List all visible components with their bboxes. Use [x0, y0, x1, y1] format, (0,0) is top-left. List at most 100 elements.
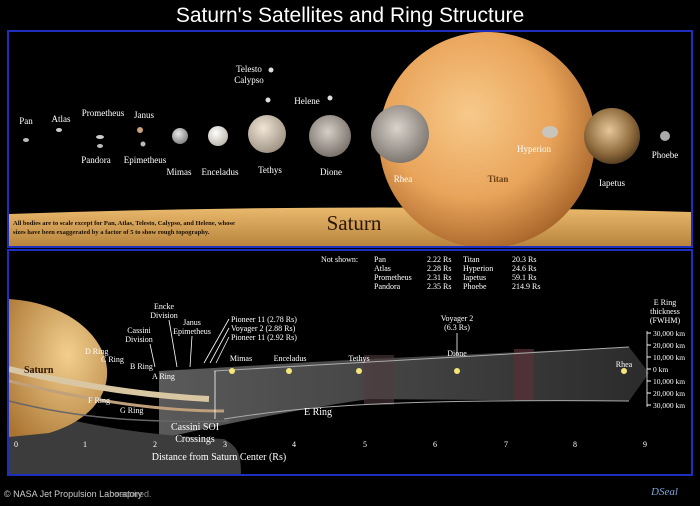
scale-note-line-1: All bodies are to scale except for Pan, … — [13, 220, 235, 227]
not-shown-hyperion: Hyperion — [463, 264, 493, 273]
voyager-2-a-label: Voyager 2 (2.88 Rs) — [231, 324, 296, 333]
a-ring-label: A Ring — [152, 372, 175, 381]
scale-note-line-2: sizes have been exaggerated by a factor … — [13, 229, 210, 236]
telesto-disk — [268, 67, 274, 73]
voyager-a-pointer — [209, 327, 230, 364]
not-shown-atlas: Atlas — [374, 264, 391, 273]
janus-epimetheus-label: Janus — [183, 318, 201, 327]
prometheus-disk — [96, 135, 104, 139]
thickness-ticks — [647, 332, 651, 406]
credit-tail-text: required. — [116, 489, 152, 499]
saturn-label: Saturn — [327, 211, 382, 235]
helene-disk — [327, 95, 333, 101]
not-shown-titan: Titan — [463, 255, 480, 264]
x-tick-9: 9 — [643, 440, 647, 449]
thickness-tick-2: 20,000 km — [653, 341, 685, 350]
x-tick-0: 0 — [14, 440, 18, 449]
saturn-ring-label: Saturn — [24, 365, 54, 376]
titan-label: Titan — [488, 174, 509, 184]
d-ring-label: D Ring — [85, 347, 108, 356]
e-ring-band-2 — [514, 349, 534, 401]
not-shown-prometheus: Prometheus — [374, 273, 412, 282]
not-shown-title: Not shown: — [321, 255, 358, 264]
pioneer-11-a-label: Pioneer 11 (2.78 Rs) — [231, 315, 297, 324]
phoebe-disk — [660, 131, 670, 141]
cassini-soi-label-2: Crossings — [175, 434, 215, 445]
ring-structure-svg: Not shown: Pan 2.22 Rs Atlas 2.28 Rs Pro… — [9, 255, 685, 474]
phoebe-label: Phoebe — [652, 150, 679, 160]
thickness-tick-1: 30,000 km — [653, 329, 685, 338]
tethys-disk — [248, 115, 286, 153]
dione-label: Dione — [320, 167, 342, 177]
pioneer-b-pointer — [215, 336, 230, 364]
e-ring-band-1 — [364, 355, 394, 405]
hyperion-label: Hyperion — [517, 144, 551, 154]
thickness-tick-3: 10,000 km — [653, 353, 685, 362]
not-shown-prometheus-val: 2.31 Rs — [427, 273, 451, 282]
x-tick-2: 2 — [153, 440, 157, 449]
dione-disk — [309, 115, 351, 157]
thickness-tick-6: 20,000 km — [653, 389, 685, 398]
not-shown-phoebe: Phoebe — [463, 282, 487, 291]
encke-pointer — [168, 319, 178, 368]
mimas-disk — [172, 128, 188, 144]
iapetus-disk — [584, 108, 640, 164]
atlas-label: Atlas — [52, 114, 71, 124]
pan-disk — [23, 138, 29, 142]
enceladus-orbit-dot — [286, 368, 292, 374]
not-shown-pan: Pan — [374, 255, 386, 264]
prometheus-label: Prometheus — [82, 108, 125, 118]
b-ring-label: B Ring — [130, 362, 153, 371]
e-ring-outline-top — [213, 346, 630, 372]
voyager-2-e-label-2: (6.3 Rs) — [444, 323, 470, 332]
x-tick-6: 6 — [433, 440, 437, 449]
mimas-orbit-dot — [229, 368, 235, 374]
rhea-disk — [371, 105, 429, 163]
g-ring-label: G Ring — [120, 406, 143, 415]
artist-signature: DSeal — [651, 486, 678, 498]
ring-structure-panel: Not shown: Pan 2.22 Rs Atlas 2.28 Rs Pro… — [7, 249, 693, 476]
saturn-limb — [9, 299, 108, 437]
titan-disk — [379, 32, 595, 246]
page-title: Saturn's Satellites and Ring Structure — [175, 4, 525, 27]
pan-label: Pan — [19, 116, 33, 126]
pioneer-11-b-label: Pioneer 11 (2.92 Rs) — [231, 333, 297, 342]
x-axis-label: Distance from Saturn Center (Rs) — [152, 452, 286, 463]
mimas-orbit-label: Mimas — [230, 354, 252, 363]
not-shown-titan-val: 20.3 Rs — [512, 255, 536, 264]
dione-orbit-dot — [454, 368, 460, 374]
not-shown-phoebe-val: 214.9 Rs — [512, 282, 540, 291]
not-shown-iapetus-val: 59.1 Rs — [512, 273, 536, 282]
thickness-tick-4: 0 km — [653, 365, 668, 374]
x-tick-7: 7 — [504, 440, 508, 449]
x-tick-4: 4 — [292, 440, 296, 449]
not-shown-pan-val: 2.22 Rs — [427, 255, 451, 264]
f-ring-label: F Ring — [88, 396, 110, 405]
atlas-disk — [56, 128, 62, 132]
encke-division-label-2: Division — [150, 311, 178, 320]
ring-sweep-outer — [9, 379, 225, 413]
dione-orbit-label: Dione — [447, 349, 467, 358]
cassini-division-label-2: Division — [125, 335, 153, 344]
pioneer-a-pointer — [203, 318, 230, 364]
tethys-orbit-label: Tethys — [348, 354, 369, 363]
tethys-orbit-dot — [356, 368, 362, 374]
rhea-label: Rhea — [394, 174, 413, 184]
tethys-label: Tethys — [258, 165, 282, 175]
encke-division-label: Encke — [154, 302, 174, 311]
not-shown-iapetus: Iapetus — [463, 273, 486, 282]
x-tick-8: 8 — [573, 440, 577, 449]
janus-label: Janus — [134, 110, 154, 120]
satellites-panel: Pan Atlas Prometheus Pandora Janus Epime… — [7, 30, 693, 248]
not-shown-hyperion-val: 24.6 Rs — [512, 264, 536, 273]
helene-label: Helene — [294, 96, 319, 106]
enceladus-label: Enceladus — [202, 167, 239, 177]
janus-disk — [137, 127, 143, 133]
x-tick-5: 5 — [363, 440, 367, 449]
not-shown-pandora: Pandora — [374, 282, 401, 291]
thickness-tick-5: 10,000 km — [653, 377, 685, 386]
hyperion-disk — [542, 126, 558, 138]
thickness-title-1: E Ring — [654, 298, 676, 307]
iapetus-label: Iapetus — [599, 178, 625, 188]
thickness-tick-7: 30,000 km — [653, 401, 685, 410]
